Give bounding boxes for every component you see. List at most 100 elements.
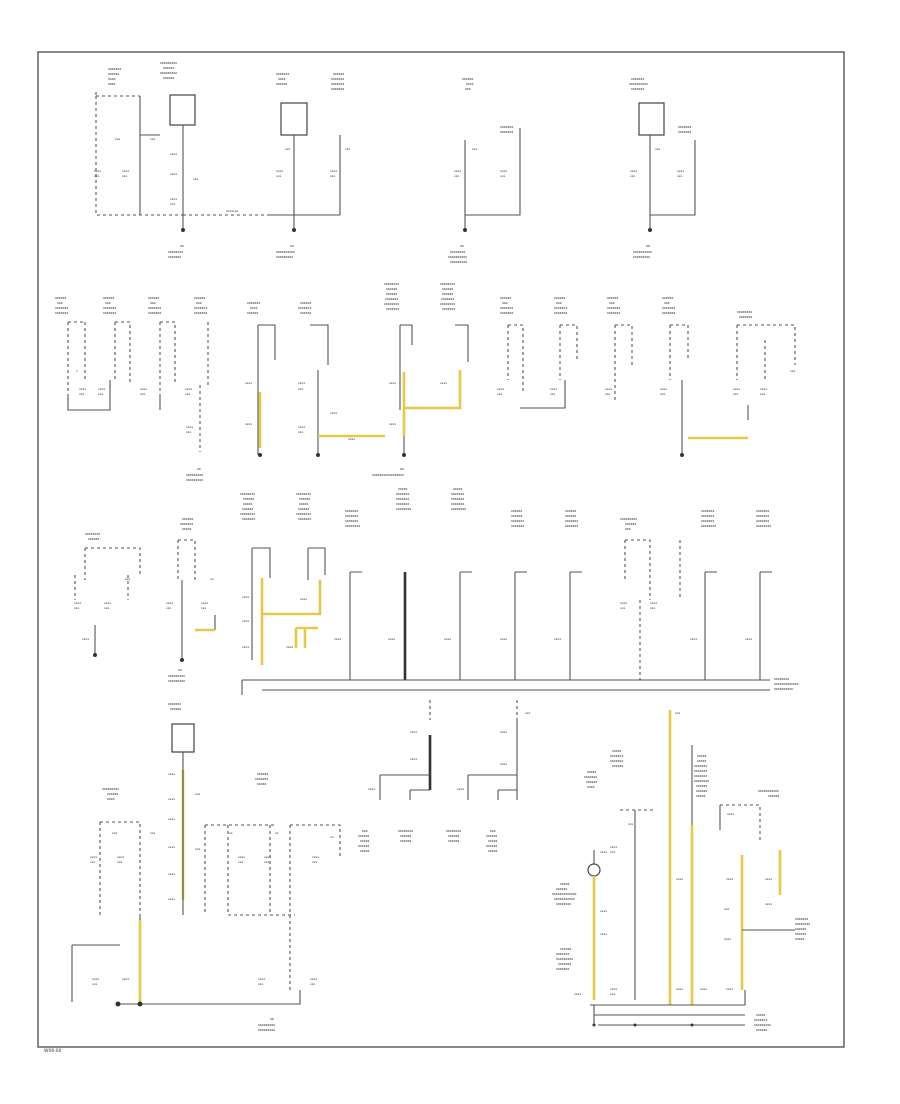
svg-text:xx: xx — [646, 244, 650, 248]
component-box — [280, 102, 308, 136]
wire — [177, 539, 196, 580]
wire — [736, 324, 796, 380]
svg-text:xxxx: xxxx — [600, 932, 607, 936]
svg-text:xxxx: xxxx — [410, 730, 417, 734]
svg-text:xxxx: xxxx — [330, 169, 337, 173]
svg-text:xxx: xxx — [625, 527, 631, 531]
svg-text:xxxx: xxxx — [276, 169, 283, 173]
svg-text:xxxxxx: xxxxxx — [194, 296, 205, 300]
wire — [620, 804, 761, 840]
svg-text:xxxx: xxxx — [166, 601, 173, 605]
svg-text:xxxx: xxxx — [242, 645, 249, 649]
svg-text:xxxxxxx: xxxxxxx — [331, 82, 344, 86]
svg-text:xxxxxx: xxxxxx — [242, 507, 253, 511]
wire — [181, 580, 216, 660]
svg-text:xxxxxxx: xxxxxxx — [103, 311, 116, 315]
svg-text:xxxxxx: xxxxxx — [768, 794, 779, 798]
row-4-center-pins: xxxxxxxxxxxx xxxxxxxxxxxxxxx — [368, 711, 531, 791]
svg-text:xx: xx — [460, 244, 464, 248]
svg-text:xxxx: xxxx — [186, 425, 193, 429]
svg-text:xxxxxxx: xxxxxxx — [610, 759, 623, 763]
svg-text:xxxxxxx: xxxxxxx — [565, 519, 578, 523]
svg-text:xxxxxxxxx: xxxxxxxxx — [186, 473, 203, 477]
svg-text:xxxxxxx: xxxxxxx — [631, 87, 644, 91]
ground-point — [690, 1023, 694, 1027]
ground-point — [292, 228, 296, 232]
wire — [67, 321, 131, 395]
ground-point — [592, 1023, 596, 1027]
svg-text:xxxxxxxxxxxxx: xxxxxxxxxxxxx — [552, 892, 577, 896]
svg-text:xxxxxxxx: xxxxxxxx — [240, 512, 255, 516]
svg-text:xxxxxxxxx: xxxxxxxxx — [186, 478, 203, 482]
svg-text:xxxxxx: xxxxxx — [696, 789, 707, 793]
svg-text:xxxx: xxxx — [298, 381, 305, 385]
svg-text:xxxx: xxxx — [389, 381, 396, 385]
svg-text:xxxx: xxxx — [765, 877, 772, 881]
svg-text:xxxxxxx: xxxxxxx — [148, 306, 161, 310]
svg-text:xxx: xxx — [276, 174, 282, 178]
svg-text:xxxx: xxxx — [500, 637, 507, 641]
svg-text:xxxx: xxxx — [108, 82, 116, 86]
svg-text:xxx: xxx — [500, 174, 506, 178]
svg-text:xxxxxxxx: xxxxxxxx — [440, 282, 455, 286]
svg-text:xxxxxx: xxxxxx — [442, 292, 453, 296]
svg-text:xxxxxxx: xxxxxxx — [754, 1018, 767, 1022]
svg-text:xxxxxxx: xxxxxxx — [331, 87, 344, 91]
svg-text:xxxxxxxx: xxxxxxxx — [756, 524, 771, 528]
svg-text:xxxxxx: xxxxxx — [358, 844, 369, 848]
svg-text:xxxx: xxxx — [600, 850, 607, 854]
svg-text:xxx: xxx — [57, 301, 63, 305]
svg-text:xxx: xxx — [125, 577, 131, 581]
wire — [455, 324, 469, 362]
svg-text:xxxx: xxxx — [440, 381, 447, 385]
svg-text:xxxx: xxxx — [168, 845, 175, 849]
svg-text:xxxxx: xxxxx — [697, 754, 707, 758]
svg-text:xxxxxxxxx: xxxxxxxxx — [633, 255, 650, 259]
svg-text:xxxxxxxxx: xxxxxxxxx — [620, 517, 637, 521]
svg-text:xxxxxxx: xxxxxxx — [795, 917, 808, 921]
component-box — [171, 723, 195, 753]
svg-text:xxxxxx: xxxxxx — [448, 839, 459, 843]
svg-text:xxxx: xxxx — [168, 897, 175, 901]
svg-text:xxxxxxx: xxxxxxx — [701, 509, 714, 513]
svg-text:xxxx: xxxx — [168, 817, 175, 821]
svg-text:xxxxxxxx: xxxxxxxx — [556, 902, 571, 906]
svg-text:xxxx: xxxx — [94, 169, 101, 173]
svg-text:xxxxxxxx: xxxxxxxx — [85, 532, 100, 536]
svg-text:xxxx: xxxx — [312, 855, 319, 859]
svg-text:xxxx: xxxx — [765, 902, 772, 906]
svg-text:xxxx: xxxx — [550, 387, 557, 391]
svg-text:xxxx: xxxx — [630, 169, 637, 173]
svg-text:xxxx: xxxx — [245, 422, 252, 426]
svg-text:xxxxxxxxx: xxxxxxxxx — [160, 71, 177, 75]
svg-text:xxxxxxxxxx: xxxxxxxxxx — [276, 250, 295, 254]
svg-text:xxxx: xxxx — [168, 772, 175, 776]
svg-text:xxx: xxx — [630, 174, 636, 178]
svg-text:xxxx: xxxx — [726, 987, 733, 991]
yellow-wire — [402, 370, 462, 436]
svg-text:xxxxx: xxxxx — [612, 749, 622, 753]
row-2-pins: xxxxxxxxxxxxxxx xxxxxxxxxxxxxx xxxxxxx x… — [76, 369, 796, 441]
svg-text:xx: xx — [197, 467, 201, 471]
svg-text:xxxxxx: xxxxxx — [795, 932, 806, 936]
ground-point — [93, 653, 97, 657]
svg-text:xx: xx — [400, 467, 404, 471]
svg-text:xxx: xxx — [92, 982, 98, 986]
svg-text:xxx: xxx — [610, 992, 616, 996]
svg-text:xxxxxxx: xxxxxxx — [148, 311, 161, 315]
svg-text:xxxxx: xxxxx — [360, 839, 370, 843]
svg-text:xx: xx — [275, 831, 279, 835]
wire — [349, 571, 362, 680]
svg-text:xxxx: xxxx — [500, 169, 507, 173]
svg-text:xxxx: xxxx — [554, 637, 561, 641]
svg-text:xxxxxxx: xxxxxxx — [631, 77, 644, 81]
svg-text:xxxx: xxxx — [466, 82, 474, 86]
svg-text:xxx: xxx — [312, 860, 318, 864]
svg-text:xxxxxxx: xxxxxxx — [396, 492, 409, 496]
svg-text:xxxx: xxxx — [605, 387, 612, 391]
svg-text:xxx: xxx — [465, 87, 471, 91]
svg-text:xxxxxxx: xxxxxxx — [554, 311, 567, 315]
svg-text:xxx: xxx — [677, 174, 683, 178]
